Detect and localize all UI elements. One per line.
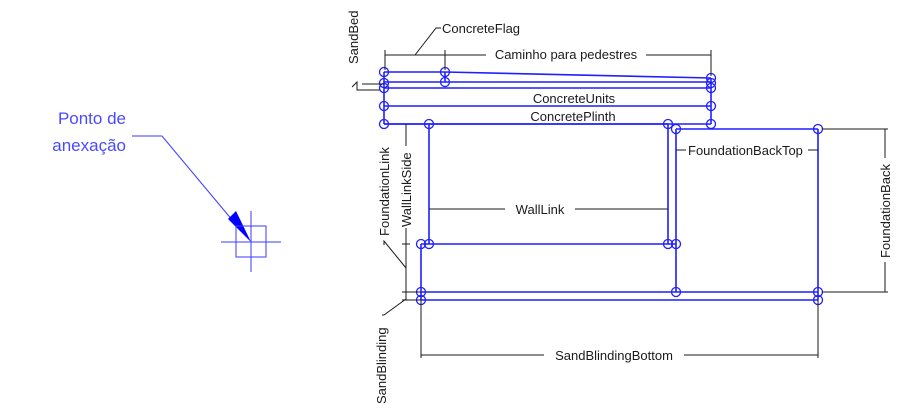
point-marker [670,123,682,135]
attachment-leader-line [132,135,234,222]
label-foundation-link: FoundationLink [377,147,392,236]
point-marker [705,82,717,94]
point-marker [378,118,390,130]
label-concrete-flag: ConcreteFlag [442,21,520,36]
attachment-label-line1: Ponto de [58,109,126,128]
wall-body [384,123,819,301]
label-mask [505,200,575,216]
attachment-point-marker-icon [221,211,281,272]
point-marker [705,77,717,89]
point-marker [662,118,674,130]
label-sand-blinding-bottom: SandBlindingBottom [555,348,673,363]
dimension-foundation-link: FoundationLink [377,147,421,301]
leader-sand-bed [351,80,380,91]
point-marker [439,76,451,88]
label-mask [398,146,414,228]
dimension-wall-link-side: WallLinkSide [398,124,414,245]
leader-foundation-link [383,239,407,269]
link-concrete-flag-top-b [444,71,712,79]
label-foundation-back-top: FoundationBackTop [688,143,803,158]
label-mask [486,46,646,62]
dimension-wall-link: WallLink [429,200,668,217]
label-mask [530,92,618,105]
point-marker [705,100,717,112]
label-concrete-units: ConcreteUnits [533,91,616,106]
attachment-point-callout: Ponto de anexação [52,109,251,242]
leader-concrete-flag [414,27,441,56]
dimension-sand-blinding: SandBlinding [374,298,407,404]
point-marker [378,66,390,78]
label-mask [877,158,893,262]
dimension-foundation-back-top: FoundationBackTop [676,142,818,158]
point-marker [423,118,435,130]
leader-sand-blinding [382,298,407,316]
point-marker [378,77,390,89]
label-mask [684,142,808,158]
point-marker [415,238,427,250]
point-markers [378,66,824,306]
label-mask [526,109,620,122]
point-marker [378,100,390,112]
label-sand-blinding: SandBlinding [374,327,389,404]
point-marker [662,238,674,250]
dimension-pedestrian-path: Caminho para pedestres ConcreteFlag [384,21,712,76]
dimension-sand-bed: SandBed [346,11,384,91]
dimension-foundation-back: FoundationBack [822,128,893,293]
label-pedestrian-path: Caminho para pedestres [495,47,638,62]
point-marker [670,286,682,298]
point-marker [423,238,435,250]
label-foundation-back: FoundationBack [878,164,893,258]
point-marker [705,118,717,130]
label-wall-link: WallLink [516,202,565,217]
label-wall-link-side: WallLinkSide [399,152,414,227]
label-sand-bed: SandBed [346,11,361,65]
label-mask [544,346,684,362]
label-concrete-plinth: ConcretePlinth [530,109,615,124]
dimension-sand-blinding-bottom: SandBlindingBottom [420,300,819,363]
point-marker [670,238,682,250]
attachment-label-line2: anexação [52,136,126,155]
